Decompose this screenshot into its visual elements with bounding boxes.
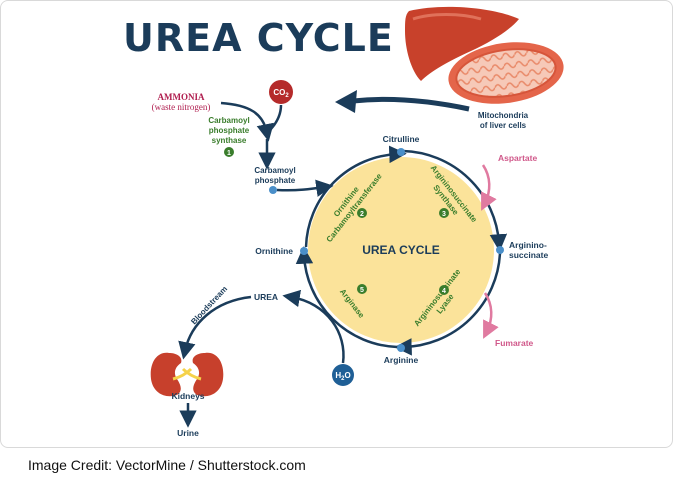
argininosuccinate-label-line2: succinate xyxy=(509,250,548,260)
enzyme3-number: 3 xyxy=(442,211,446,218)
enzyme2-number: 2 xyxy=(360,211,364,218)
cycle-arc-argininosuccinate-arginine xyxy=(394,252,502,356)
enzyme3-badge xyxy=(439,208,449,218)
h2o-text: H xyxy=(335,371,341,380)
ornithine-label: Ornithine xyxy=(255,246,293,256)
carbamoyl-node xyxy=(269,186,277,194)
fumarate-arrow xyxy=(483,292,499,339)
citrulline-node xyxy=(397,148,405,156)
ammonia-label: AMMONIA xyxy=(158,92,205,102)
enzyme4-badge xyxy=(439,285,449,295)
co2-text: CO xyxy=(273,88,285,97)
liver-icon xyxy=(405,6,519,81)
co2-subscript: 2 xyxy=(285,93,289,99)
cycle-arc-arginine-ornithine xyxy=(295,246,398,349)
cycle-arc-ornithine-citrulline xyxy=(304,145,407,248)
aspartate-arrow xyxy=(481,164,497,211)
enzyme4-number: 4 xyxy=(442,288,446,295)
enzyme1-number: 1 xyxy=(227,150,231,157)
cycle-center-label: UREA CYCLE xyxy=(362,243,440,257)
co2-badge xyxy=(269,80,293,104)
carbamoyl-phosphate-line1: Carbamoyl xyxy=(254,166,295,175)
cycle-center xyxy=(308,157,494,343)
waste-nitrogen-label: (waste nitrogen) xyxy=(152,102,211,112)
co2-label: CO2 xyxy=(273,88,289,99)
urea-cycle-diagram: UREA CYCLE Mitochondria of liver cells A… xyxy=(123,6,564,438)
enzyme5-badge xyxy=(357,284,367,294)
co2-arrow xyxy=(268,104,283,132)
mitochondria-arrowhead xyxy=(335,90,357,113)
ornithine-node xyxy=(300,247,308,255)
urine-label: Urine xyxy=(177,428,199,438)
arginine-node xyxy=(397,344,405,352)
image-credit: Image Credit: VectorMine / Shutterstock.… xyxy=(28,457,306,473)
ammonia-arrow xyxy=(220,101,274,142)
h2o-subscript: 2 xyxy=(341,376,345,382)
urea-label: UREA xyxy=(254,292,278,302)
enzyme5-number: 5 xyxy=(360,287,364,294)
kidneys-label: Kidneys xyxy=(171,391,204,401)
carbamoyl-phosphate-line2: phosphate xyxy=(255,176,296,185)
aspartate-label: Aspartate xyxy=(498,153,537,163)
fumarate-label: Fumarate xyxy=(495,338,534,348)
argininosuccinate-node xyxy=(496,246,504,254)
mitochondria-sublabel: of liver cells xyxy=(480,121,527,130)
cycle-arc-citrulline-argininosuccinate xyxy=(402,149,508,252)
mitochondrion-icon xyxy=(448,42,564,104)
citrulline-label: Citrulline xyxy=(383,134,420,144)
argininosuccinate-label-line1: Arginino- xyxy=(509,240,547,250)
figure-frame: UREA CYCLE Mitochondria of liver cells A… xyxy=(0,0,673,448)
bloodstream-arrow xyxy=(178,295,252,360)
enzyme1-badge xyxy=(224,147,234,157)
enzyme2-badge xyxy=(357,208,367,218)
h2o-label: H2O xyxy=(335,371,350,382)
enzyme1-line2: phosphate xyxy=(209,126,250,135)
carbamoyl-to-cycle-arrow xyxy=(276,179,334,197)
mitochondria-arrow xyxy=(352,96,470,112)
h2o-to-urea-arrow xyxy=(282,289,345,364)
h2o-text-end: O xyxy=(344,371,350,380)
arginine-label: Arginine xyxy=(384,355,419,365)
enzyme1-line3: synthase xyxy=(212,136,247,145)
diagram-title: UREA CYCLE xyxy=(123,16,394,60)
kidneys-icon xyxy=(150,352,224,397)
h2o-badge xyxy=(332,364,354,386)
enzyme1-line1: Carbamoyl xyxy=(208,116,249,125)
mitochondria-label: Mitochondria xyxy=(478,111,529,120)
